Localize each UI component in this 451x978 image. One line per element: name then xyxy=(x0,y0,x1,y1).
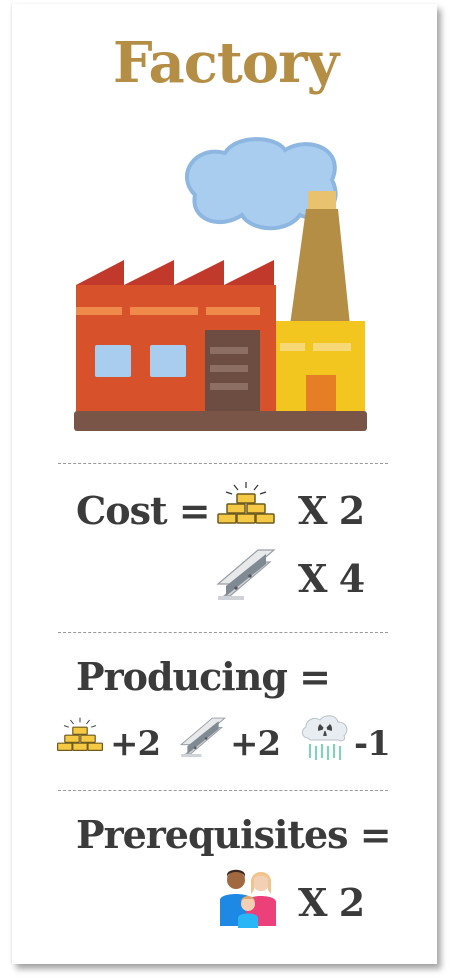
cost-qty-steel: X 4 xyxy=(298,556,365,601)
prerequisites-label: Prerequisites = xyxy=(76,812,392,857)
radioactive-cloud-icon xyxy=(301,715,348,760)
gold-bars-icon xyxy=(217,482,275,524)
smoke-cloud xyxy=(184,137,338,231)
factory-icon xyxy=(74,137,367,431)
producing-label: Producing = xyxy=(76,654,331,699)
cost-label: Cost = xyxy=(76,488,211,533)
gold-bars-icon xyxy=(57,717,103,751)
family-icon xyxy=(220,869,276,928)
divider-middle xyxy=(58,632,388,633)
card-title: Factory xyxy=(112,30,339,96)
divider-top xyxy=(58,463,388,464)
producing-amount-steel: +2 xyxy=(230,724,281,764)
producing-amount-gold: +2 xyxy=(110,724,161,764)
cost-qty-gold: X 2 xyxy=(298,488,365,533)
steel-beam-icon xyxy=(216,549,276,600)
prerequisites-qty-family: X 2 xyxy=(298,880,365,925)
steel-beam-icon xyxy=(179,717,227,758)
divider-bottom xyxy=(58,790,388,791)
producing-amount-pollution: -1 xyxy=(354,724,391,764)
